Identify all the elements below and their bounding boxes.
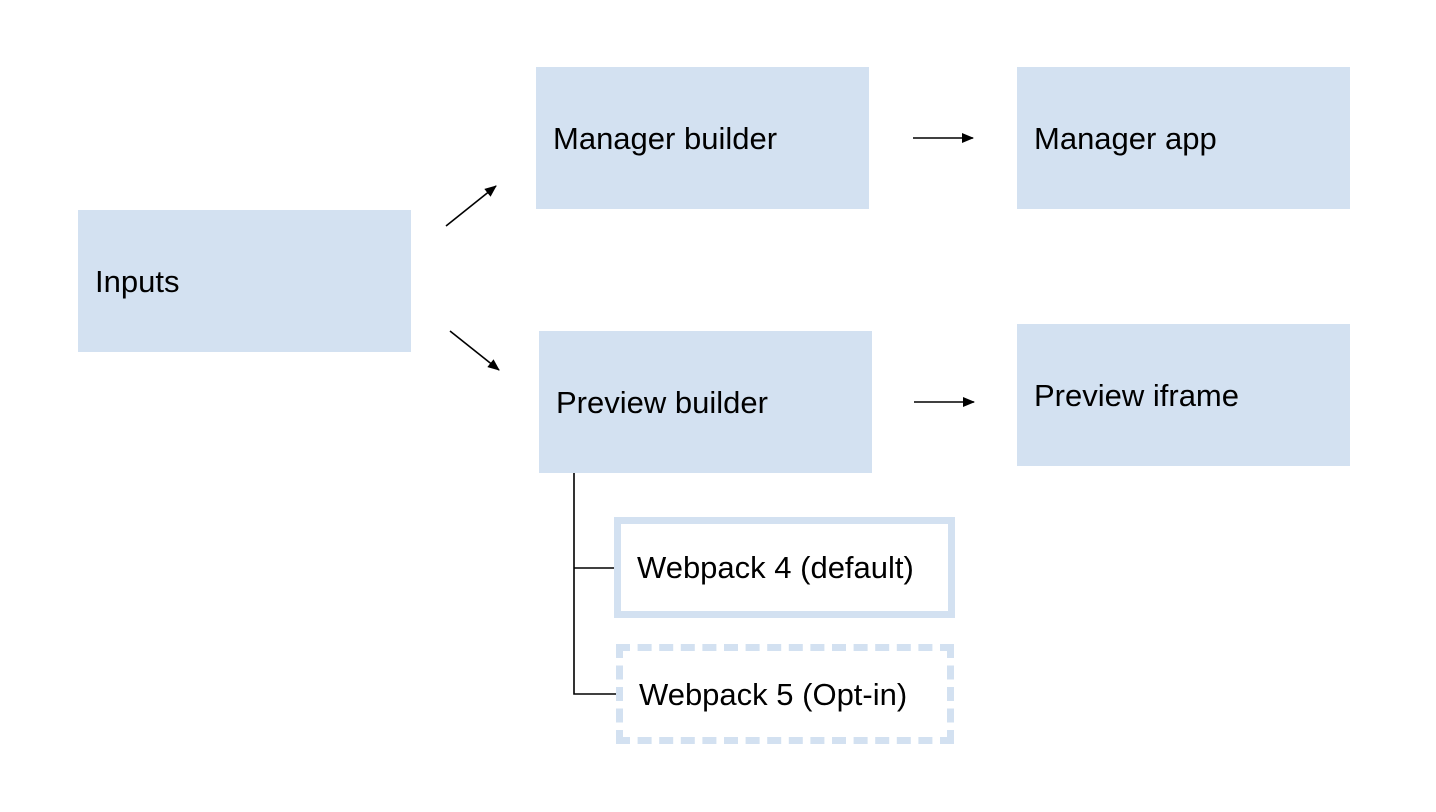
- webpack4-node: Webpack 4 (default): [614, 517, 955, 618]
- preview-iframe-label: Preview iframe: [1034, 377, 1239, 413]
- arrow-inputs-to-preview-builder: [449, 330, 500, 371]
- preview-builder-node: Preview builder: [539, 331, 872, 473]
- webpack5-node: Webpack 5 (Opt-in): [616, 644, 954, 744]
- manager-builder-node: Manager builder: [536, 67, 869, 209]
- preview-builder-label: Preview builder: [556, 384, 768, 420]
- inputs-label: Inputs: [95, 263, 180, 299]
- tree-connector-webpack: [573, 472, 618, 695]
- manager-app-label: Manager app: [1034, 120, 1217, 156]
- arrow-inputs-to-manager-builder: [445, 185, 497, 227]
- webpack4-label: Webpack 4 (default): [637, 550, 914, 585]
- manager-builder-label: Manager builder: [553, 120, 778, 156]
- preview-iframe-node: Preview iframe: [1017, 324, 1350, 466]
- manager-app-node: Manager app: [1017, 67, 1350, 209]
- webpack5-label: Webpack 5 (Opt-in): [639, 676, 908, 712]
- inputs-node: Inputs: [78, 210, 411, 352]
